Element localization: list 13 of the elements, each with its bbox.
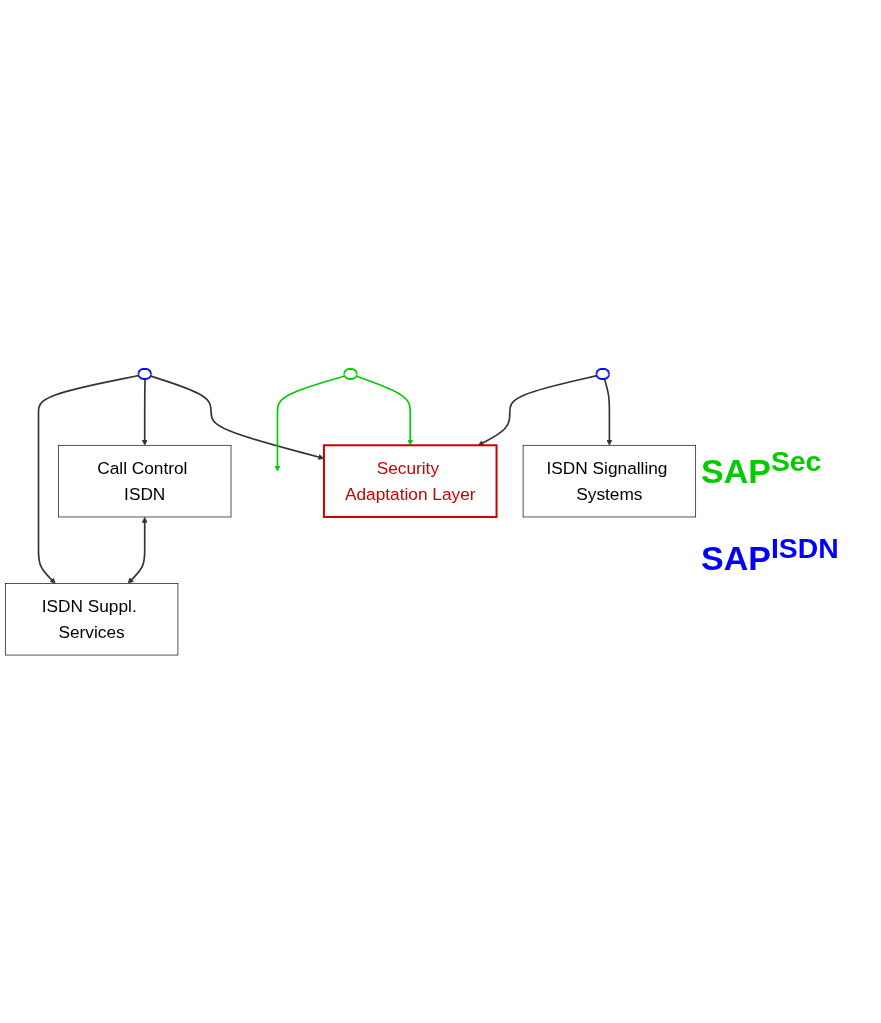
arrow [127, 516, 148, 584]
interface-label: SAP$^{ISDN}$ [701, 531, 840, 578]
arrow [603, 377, 613, 446]
arrow [37, 374, 140, 584]
arrow [274, 374, 346, 471]
interface-label: SAP$^{Sec}$ [701, 445, 823, 492]
arrow [478, 374, 598, 446]
arrow [141, 377, 148, 446]
node-box: ISDN Suppl. Services [4, 582, 179, 655]
node-box: ISDN Signalling Systems [522, 444, 697, 517]
node-box: Call Control ISDN [58, 444, 232, 517]
node-box: Security Adaptation Layer [322, 443, 498, 518]
arrow [355, 375, 414, 446]
